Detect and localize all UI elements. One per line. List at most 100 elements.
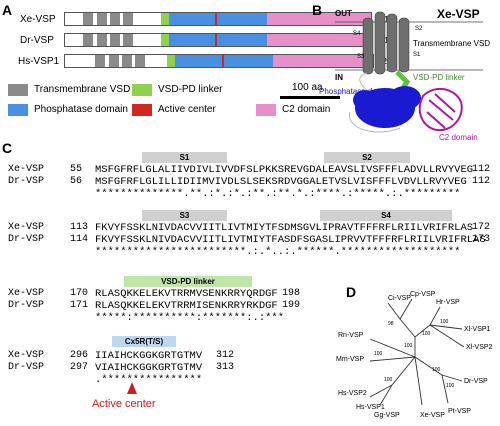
consensus-line: ************************.:.*..:.******.*… [95, 246, 461, 258]
legend-swatch-active [132, 104, 152, 116]
bootstrap-label: 100 [404, 343, 413, 349]
bootstrap-label: 100 [374, 351, 383, 357]
structure-title: Xe-VSP [437, 7, 480, 21]
panel-d-letter: D [346, 284, 357, 300]
s3-label: S3 [357, 54, 365, 60]
seq-end: 173 [472, 234, 491, 245]
taxon-label: Pt-VSP [448, 408, 471, 415]
seq-start: 113 [70, 222, 89, 233]
legend-label-tm: Transmembrane VSD [34, 84, 131, 95]
legend-swatch-c2 [256, 104, 276, 116]
taxon-label: Dr-VSP [464, 378, 488, 385]
tm-seg [122, 55, 132, 67]
seq-text: RLASQKKELEKVTRRMISENKRRYRKDGF [95, 300, 278, 312]
xe-vsp-structure: Xe-VSP OUT IN S4 S3 S2 S1 Transmembrane … [319, 7, 490, 142]
domain-bar-xe-vsp [64, 12, 372, 26]
legend-label-active: Active center [158, 104, 216, 115]
tm-seg [110, 34, 120, 46]
consensus-line: *****:**********:*******:.:*** [95, 312, 285, 324]
bootstrap-label: 100 [440, 319, 449, 325]
seq-end: 312 [216, 350, 235, 361]
seq-text: MSFGFRFLGLALIIVDIVLIVVDFSLPKKSREVGDALEAV… [95, 164, 474, 176]
in-label: IN [335, 73, 343, 82]
seq-end: 172 [472, 222, 491, 233]
s2-band: S2 [324, 152, 410, 163]
vsd-helices [362, 11, 410, 75]
tree-branches [369, 298, 465, 406]
domain-bar-dr-vsp [64, 33, 372, 47]
tm-seg [109, 55, 119, 67]
seq-name: Xe-VSP [8, 222, 45, 233]
active-center-label: Active center [92, 398, 156, 410]
active-center-seg [215, 13, 217, 25]
seq-name: Xe-VSP [8, 350, 45, 361]
legend-swatch-tm [8, 84, 28, 96]
taxon-label: Xe-VSP [420, 412, 445, 419]
scale-bar-label: 100 aa [292, 82, 323, 93]
domain-bar-hs-vsp1 [64, 54, 374, 68]
protein-label: Xe-VSP [20, 14, 56, 25]
seq-name: Dr-VSP [8, 234, 45, 245]
c2-label: C2 domain [439, 133, 478, 142]
linker-band: VSD-PD linker [124, 276, 252, 287]
seq-end: 313 [216, 362, 235, 373]
s2-label: S2 [415, 26, 423, 32]
taxon-label: Gg-VSP [374, 412, 400, 419]
s1-label: S1 [413, 52, 421, 58]
taxon-label: Cp-VSP [410, 291, 436, 298]
bootstrap-label: 98 [388, 321, 394, 327]
linker-label: VSD-PD linker [413, 73, 465, 82]
active-center-seg [222, 55, 224, 67]
seq-end: 198 [282, 288, 301, 299]
c2-seg [267, 34, 371, 46]
seq-start: 297 [70, 362, 89, 373]
legend-label-phosphatase: Phosphatase domain [34, 104, 128, 115]
c2-blob [418, 87, 463, 132]
panel-c-letter: C [2, 140, 13, 156]
legend-swatch-phosphatase [8, 104, 28, 116]
consensus-line: **************.**.:*.:*.:**.:**.*.:****.… [95, 188, 461, 200]
consensus-line: .**************** [95, 374, 203, 386]
taxon-label: Hs-VSP2 [338, 390, 367, 397]
taxon-label: Rn-VSP [338, 332, 364, 339]
seq-start: 114 [70, 234, 89, 245]
legend-label-c2: C2 domain [282, 104, 331, 115]
seq-name: Dr-VSP [8, 362, 45, 373]
panel-b-letter: B [312, 2, 323, 18]
tm-seg [123, 34, 133, 46]
seq-start: 55 [70, 164, 83, 175]
s1-band: S1 [142, 152, 227, 163]
seq-text: FKVYFSSKLNIVDACVVIITLIVTMIYTFASDFSGASLIP… [95, 234, 486, 246]
phylogenetic-tree: Ci-VSP Cp-VSP Hr-VSP Xl-VSP1 Xl-VSP2 Dr-… [336, 291, 493, 419]
protein-label: Dr-VSP [20, 35, 54, 46]
phos-label: Phosphatase domain [319, 87, 394, 96]
legend-swatch-linker [132, 84, 152, 96]
seq-start: 171 [70, 300, 89, 311]
seq-name: Xe-VSP [8, 164, 45, 175]
seq-end: 112 [472, 176, 491, 187]
bootstrap-label: 100 [446, 383, 455, 389]
linker-seg [161, 34, 169, 46]
taxon-label: Xl-VSP2 [466, 344, 493, 351]
seq-name: Xe-VSP [8, 288, 45, 299]
tm-seg [135, 55, 145, 67]
c2-seg [273, 55, 373, 67]
tm-vsd-label: Transmembrane VSD [413, 39, 490, 48]
seq-text: IIAIHCKGGKGRTGTMV [95, 350, 203, 362]
tm-seg [83, 13, 93, 25]
taxon-label: Hs-VSP1 [356, 404, 385, 411]
bootstrap-label: 100 [432, 367, 441, 373]
out-label: OUT [335, 9, 352, 18]
panel-a-letter: A [2, 2, 13, 18]
taxon-label: Mm-VSP [336, 356, 364, 363]
taxon-label: Xl-VSP1 [464, 326, 491, 333]
tm-seg [123, 13, 133, 25]
seq-end: 112 [472, 164, 491, 175]
phosphatase-blob [353, 86, 421, 128]
seq-name: Dr-VSP [8, 300, 45, 311]
seq-name: Dr-VSP [8, 176, 45, 187]
seq-start: 296 [70, 350, 89, 361]
s3-band: S3 [142, 210, 227, 221]
tm-seg [95, 55, 105, 67]
seq-end: 199 [282, 300, 301, 311]
